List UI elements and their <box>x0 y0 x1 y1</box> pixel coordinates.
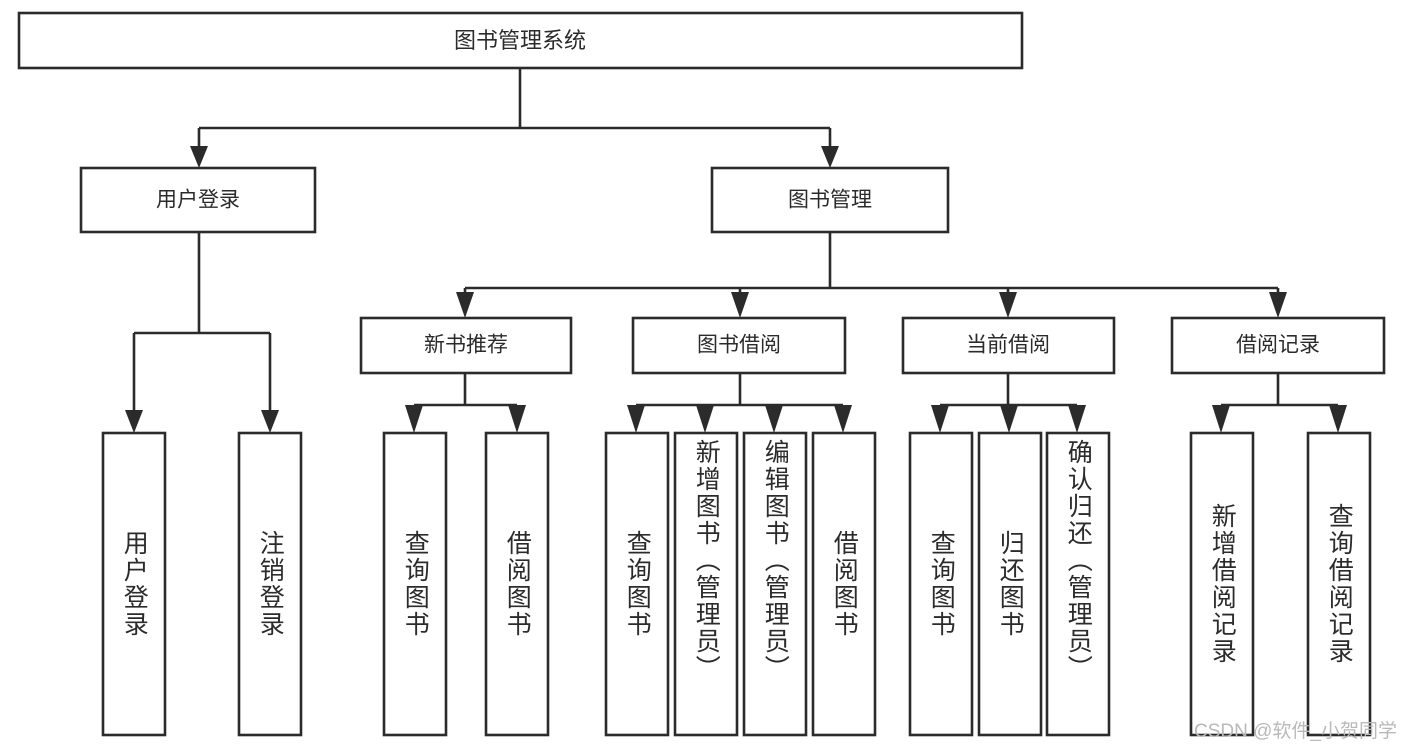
node-book-management-box[interactable] <box>710 166 950 234</box>
node-book-management[interactable]: 图书管理 <box>710 166 950 234</box>
node-leaf-borrow-book-2-box[interactable] <box>811 431 877 737</box>
arrow-head-book-management <box>821 146 839 168</box>
arrow-head-new-book-recommend <box>456 292 474 318</box>
arrow-head-leaf-user-login <box>125 410 143 433</box>
node-user-login-label: 用户登录 <box>156 189 240 212</box>
arrow-head-leaf-borrow-book-1 <box>508 405 526 433</box>
node-leaf-query-book-2-box[interactable] <box>604 431 670 737</box>
arrow-head-leaf-query-book-2 <box>627 405 645 433</box>
arrow-head-borrow-record <box>1269 292 1287 318</box>
arrow-head-leaf-query-record <box>1329 405 1347 433</box>
node-leaf-borrow-book-1-box[interactable] <box>484 431 550 737</box>
node-leaf-logout-box[interactable] <box>237 431 303 737</box>
node-leaf-query-book-1-box[interactable] <box>382 431 448 737</box>
node-leaf-query-record-box[interactable] <box>1306 431 1372 737</box>
arrow-head-leaf-add-record <box>1212 405 1230 433</box>
node-leaf-user-login-box[interactable] <box>101 431 167 737</box>
arrow-head-leaf-edit-book <box>765 405 783 433</box>
node-root[interactable]: 图书管理系统 <box>17 11 1024 70</box>
node-user-login[interactable]: 用户登录 <box>79 166 317 234</box>
node-book-borrow[interactable]: 图书借阅 <box>631 316 847 375</box>
node-leaf-return-book-box[interactable] <box>977 431 1043 737</box>
node-book-management-label: 图书管理 <box>788 189 872 212</box>
arrow-head-leaf-return-book <box>1000 405 1018 433</box>
arrow-head-book-borrow <box>731 292 749 318</box>
connector-layer <box>125 68 1347 433</box>
node-leaf-add-book-box[interactable] <box>673 431 739 737</box>
node-current-borrow[interactable]: 当前借阅 <box>901 316 1116 375</box>
node-new-book-recommend-label: 新书推荐 <box>424 334 508 357</box>
node-current-borrow-label: 当前借阅 <box>966 334 1050 357</box>
node-new-book-recommend[interactable]: 新书推荐 <box>359 316 573 375</box>
node-user-login-box[interactable] <box>79 166 317 234</box>
node-leaf-query-book-3-box[interactable] <box>908 431 974 737</box>
node-leaf-edit-book-box[interactable] <box>742 431 808 737</box>
node-leaf-confirm-return-box[interactable] <box>1045 431 1111 737</box>
arrow-head-leaf-confirm-return <box>1068 405 1086 433</box>
node-new-book-recommend-box[interactable] <box>359 316 573 375</box>
node-borrow-record-box[interactable] <box>1170 316 1386 375</box>
node-current-borrow-box[interactable] <box>901 316 1116 375</box>
node-leaf-add-record-box[interactable] <box>1189 431 1255 737</box>
node-borrow-record-label: 借阅记录 <box>1236 334 1320 357</box>
arrow-head-leaf-query-book-3 <box>931 405 949 433</box>
node-layer: 图书管理系统 用户登录 图书管理 新书推荐 图书借阅 当前 <box>17 11 1386 737</box>
arrow-head-leaf-query-book-1 <box>405 405 423 433</box>
arrow-head-leaf-borrow-book-2 <box>834 405 852 433</box>
arrow-head-leaf-add-book <box>696 405 714 433</box>
node-root-label: 图书管理系统 <box>454 28 586 53</box>
arrow-head-leaf-logout <box>261 410 279 433</box>
node-root-box[interactable] <box>17 11 1024 70</box>
node-borrow-record[interactable]: 借阅记录 <box>1170 316 1386 375</box>
arrow-head-current-borrow <box>999 292 1017 318</box>
arrow-head-user-login <box>190 146 208 168</box>
node-book-borrow-label: 图书借阅 <box>697 334 781 357</box>
node-book-borrow-box[interactable] <box>631 316 847 375</box>
